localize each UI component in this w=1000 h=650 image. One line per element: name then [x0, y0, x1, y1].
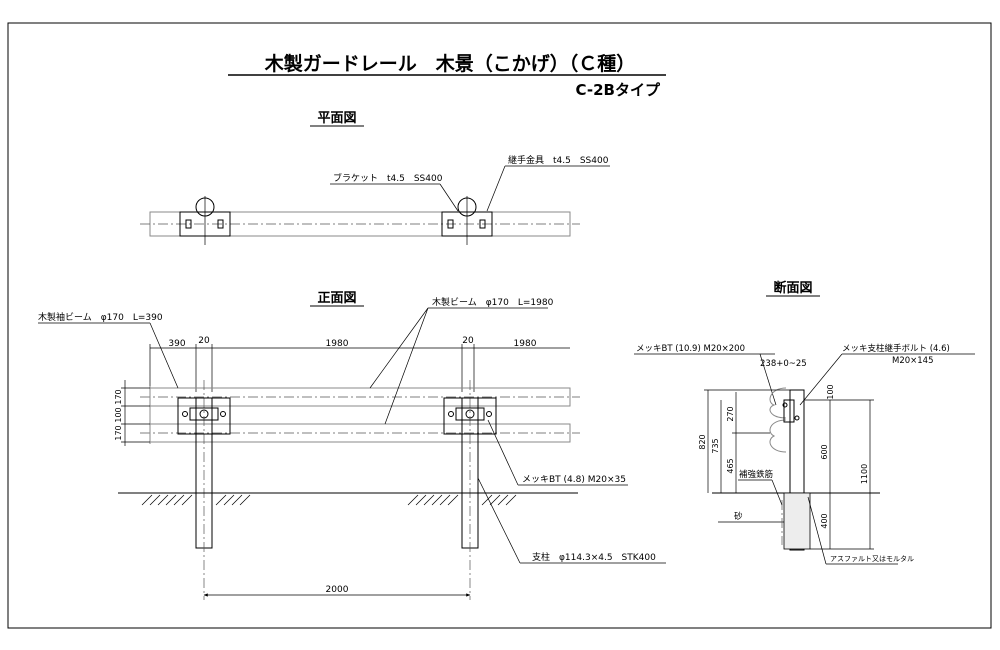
- front-end-beam-label: 木製袖ビーム φ170 L=390: [38, 311, 163, 323]
- front-bolt-leader-tip: [487, 419, 519, 486]
- front-ground-hatch-left: [141, 494, 251, 506]
- front-dim-1980-a: 1980: [326, 339, 349, 349]
- front-dim-1980-b: 1980: [514, 339, 537, 349]
- section-dim-735: 735: [711, 438, 720, 453]
- section-asphalt-leader-tip: [807, 496, 827, 565]
- front-post-leader-tip: [477, 477, 521, 564]
- section-joint-bolt-leader-tip: [799, 353, 843, 406]
- front-ground-hatch-right: [407, 494, 517, 506]
- front-bracket-right: [443, 397, 497, 435]
- section-foundation: [783, 492, 811, 550]
- plan-joint-label: 継手金具 t4.5 SS400: [508, 154, 609, 166]
- section-dim-465: 465: [726, 458, 735, 473]
- front-bolt-left-center: [199, 409, 209, 419]
- front-end-beam-leader-tip: [149, 322, 179, 389]
- front-dim-170-top: 170: [114, 389, 123, 404]
- section-bracket: [783, 399, 795, 423]
- plan-bracket-right: [441, 211, 493, 237]
- front-view-heading: 正面図: [317, 291, 356, 306]
- section-view-heading: 断面図: [773, 280, 812, 296]
- section-joint-bolt: [794, 415, 800, 421]
- section-dim-1100: 1100: [860, 464, 869, 484]
- plan-bracket-left: [179, 211, 231, 237]
- front-bolt-label: メッキBT (4.8) M20×35: [522, 475, 626, 485]
- section-dim-100: 100: [826, 384, 835, 399]
- front-dim-20-b: 20: [462, 336, 474, 346]
- section-bolt-label: メッキBT (10.9) M20×200: [636, 344, 745, 354]
- section-bolt: [782, 402, 788, 408]
- front-bolt-left-b: [220, 411, 226, 417]
- section-dim-820: 820: [698, 434, 707, 449]
- front-bracket-left: [177, 397, 231, 435]
- front-bracket-left-inner: [189, 407, 219, 421]
- section-rebar-leader-tip: [771, 479, 783, 506]
- section-beam-upper: [769, 387, 787, 419]
- section-dim-238: 238+0~25: [760, 359, 807, 369]
- front-dim-170-bottom: 170: [114, 425, 123, 440]
- plan-bolt-right-b: [479, 219, 486, 229]
- plan-bolt-right-a: [447, 219, 454, 229]
- plan-view: 平面図 ブラケット t4.5 SS400 継手金具 t4.5 SS400: [140, 111, 610, 245]
- section-dim-400: 400: [820, 513, 829, 528]
- drawing-title: 木製ガードレール 木景（こかげ）（Ｃ種）: [264, 52, 636, 75]
- plan-bolt-left-b: [217, 219, 224, 229]
- front-bolt-right-b: [486, 411, 492, 417]
- front-post-label: 支柱 φ114.3×4.5 STK400: [532, 551, 656, 563]
- section-dim-270: 270: [726, 406, 735, 421]
- drawing-border: [7, 22, 992, 629]
- plan-bracket-label: ブラケット t4.5 SS400: [333, 172, 443, 184]
- plan-bolt-left-a: [185, 219, 192, 229]
- plan-bracket-leader-tip: [439, 183, 459, 212]
- section-post: [789, 389, 805, 551]
- section-asphalt-label: アスファルト又はモルタル: [830, 554, 914, 563]
- front-bracket-right-inner: [455, 407, 485, 421]
- front-dim-2000: 2000: [326, 585, 349, 595]
- front-beam-leader-tip-b: [384, 307, 429, 425]
- section-view: 断面図 メッキBT (10.9) M20×200 メッキ支柱継手ボルト (4.6…: [634, 280, 975, 565]
- front-beam-label: 木製ビーム φ170 L=1980: [432, 296, 554, 308]
- plan-joint-leader-tip: [486, 165, 506, 212]
- section-rebar-label: 補強鉄筋: [739, 469, 773, 480]
- section-bolt-leader-tip: [759, 353, 777, 406]
- front-bolt-left-a: [182, 411, 188, 417]
- drawing-subtitle: C-2Bタイプ: [576, 81, 661, 99]
- section-beam-lower: [769, 419, 787, 453]
- section-joint-bolt-label-1: メッキ支柱継手ボルト (4.6): [842, 343, 950, 354]
- section-joint-bolt-label-2: M20×145: [892, 356, 934, 366]
- front-dim-100: 100: [114, 407, 123, 422]
- plan-view-heading: 平面図: [317, 111, 356, 126]
- front-beam-leader-tip-a: [369, 307, 429, 389]
- front-dim-390: 390: [168, 339, 185, 349]
- section-dim-600: 600: [820, 444, 829, 459]
- front-bolt-right-a: [448, 411, 454, 417]
- front-view: 正面図 390 20 1980 20 1980 170 100 170: [38, 291, 666, 600]
- front-dim-20-a: 20: [198, 336, 210, 346]
- section-sand-label: 砂: [734, 511, 743, 522]
- front-bolt-right-center: [465, 409, 475, 419]
